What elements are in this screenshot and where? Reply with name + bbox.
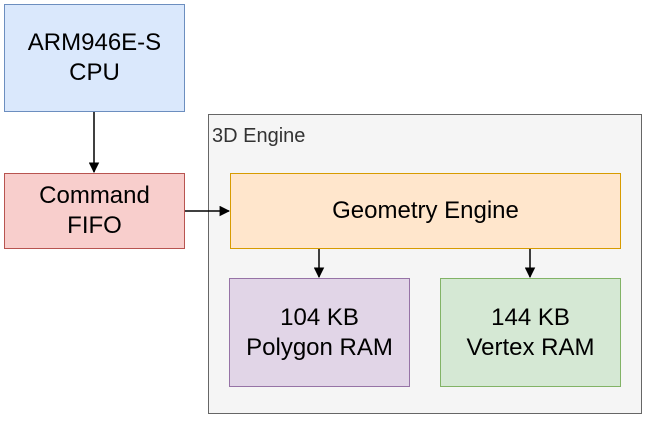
cpu-node: ARM946E-S CPU <box>4 4 185 112</box>
geometry-engine-node: Geometry Engine <box>230 173 621 249</box>
geometry-label: Geometry Engine <box>332 197 519 224</box>
vertex-ram-label-line-2: Vertex RAM <box>466 333 595 361</box>
fifo-label-line-2: FIFO <box>67 212 122 239</box>
vertex-ram-label-line-1: 144 KB <box>491 303 570 331</box>
cpu-label-line-2: CPU <box>69 59 120 86</box>
vertex-ram-node: 144 KB Vertex RAM <box>440 278 621 387</box>
fifo-label-line-1: Command <box>39 182 150 209</box>
command-fifo-node: Command FIFO <box>4 173 185 249</box>
cpu-label-line-1: ARM946E-S <box>27 29 162 56</box>
polygon-ram-node: 104 KB Polygon RAM <box>229 278 410 387</box>
polygon-ram-label-line-2: Polygon RAM <box>246 333 393 361</box>
polygon-ram-label-line-1: 104 KB <box>280 303 359 331</box>
3d-engine-label: 3D Engine <box>212 125 306 147</box>
